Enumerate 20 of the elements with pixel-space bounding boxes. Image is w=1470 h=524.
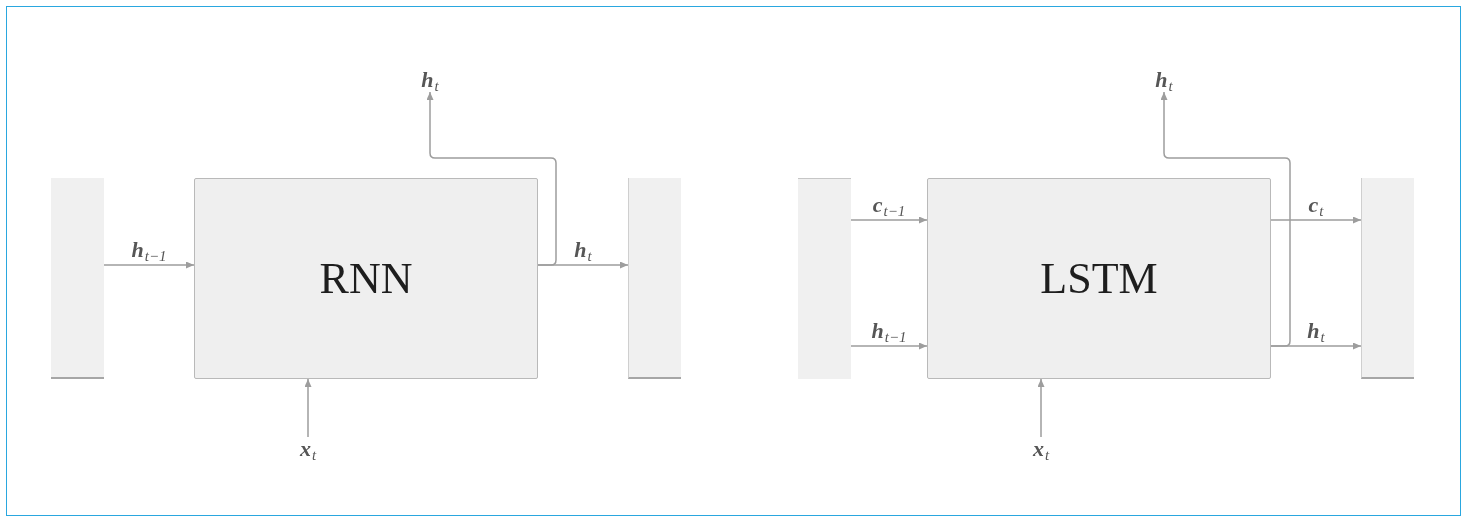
- arrow: [304, 378, 312, 438]
- cell-name: RNN: [319, 256, 413, 301]
- cell-box: [927, 178, 1271, 379]
- arrow: [1037, 378, 1045, 438]
- arrow: [850, 216, 928, 224]
- arrow: [1160, 91, 1291, 347]
- arrow: [850, 342, 928, 350]
- adjacent-cell-block: [628, 178, 681, 379]
- vector-label: x$_{t}$: [298, 437, 318, 461]
- adjacent-cell-block: [51, 178, 104, 379]
- arrow: [426, 91, 557, 266]
- vector-label: x$_{t}$: [1031, 437, 1051, 461]
- arrow: [103, 261, 195, 269]
- cell-name: LSTM: [1040, 256, 1158, 301]
- arrow: [1270, 216, 1362, 224]
- vector-label: h$_{t}$: [420, 68, 440, 92]
- vector-label: h$_{t}$: [1154, 68, 1174, 92]
- cell-box: [194, 178, 538, 379]
- adjacent-cell-block: [1361, 178, 1414, 379]
- adjacent-cell-block: [798, 178, 851, 379]
